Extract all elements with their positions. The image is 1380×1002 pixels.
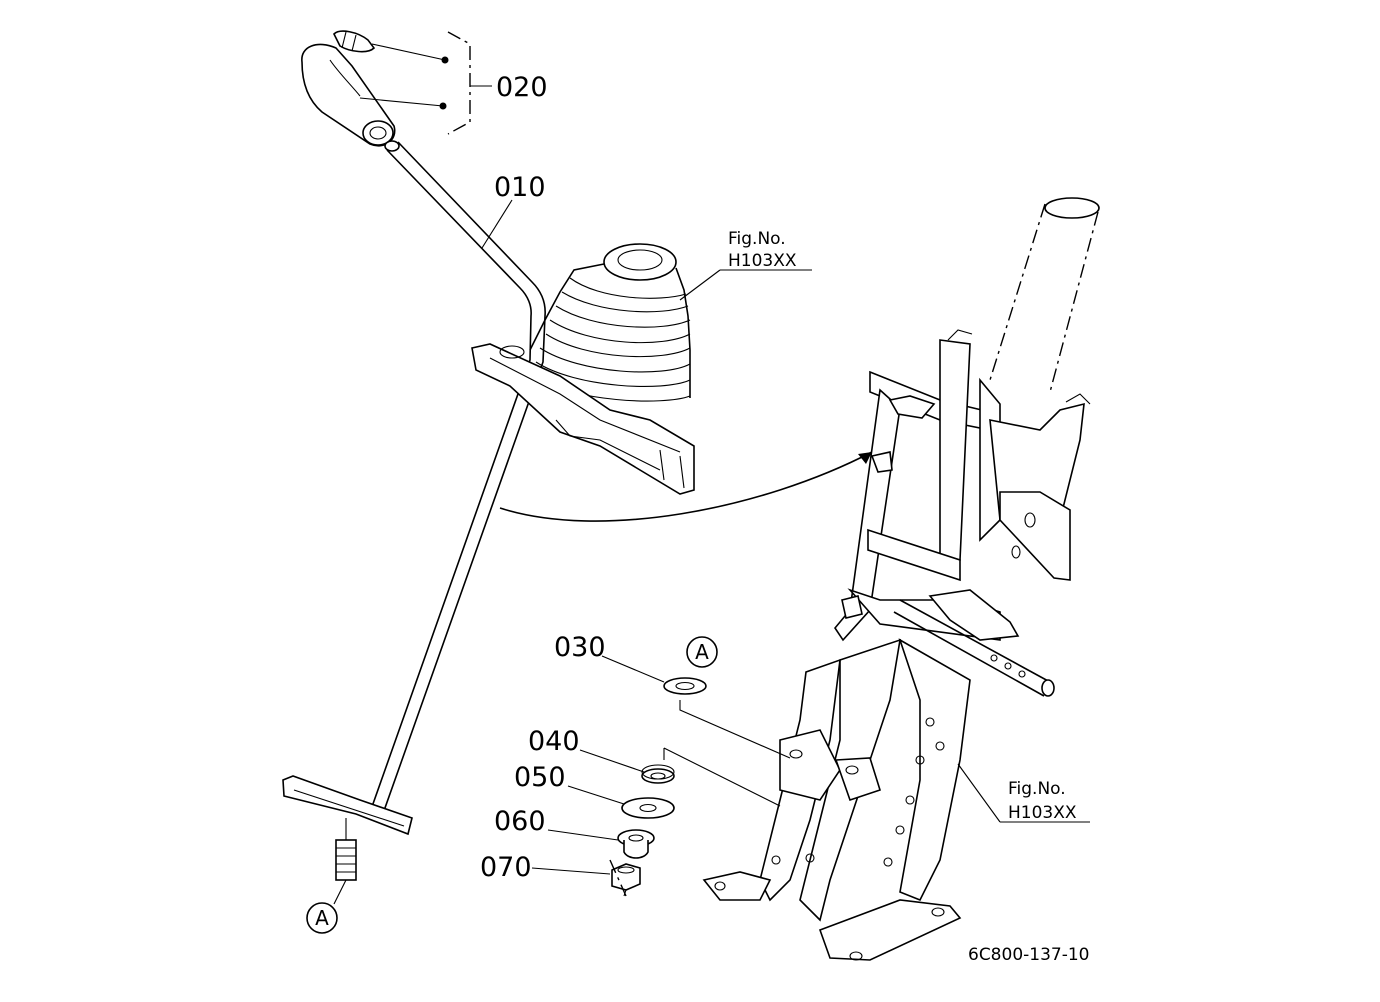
steering-column (989, 197, 1100, 393)
callout-010-leader (481, 199, 513, 249)
fig-ref-1-line1: Fig.No. (728, 229, 786, 249)
fig-ref-2-line2: H103XX (1008, 803, 1077, 823)
mounting-frame (702, 329, 1091, 961)
lever-base-plate (282, 775, 413, 836)
callout-020-leaders (359, 31, 492, 135)
part-030-install-line (679, 700, 791, 759)
part-060-collar (617, 829, 655, 859)
shift-lever-rod (367, 140, 546, 823)
callout-050: 050 (514, 762, 566, 793)
drawing-number: 6C800-137-10 (968, 945, 1089, 965)
callout-060: 060 (494, 806, 546, 837)
fig-ref-1-line2: H103XX (728, 251, 797, 271)
callout-050-leader (567, 785, 625, 805)
marker-a-bottom-circle (306, 902, 338, 934)
marker-a-bottom: A (315, 906, 329, 930)
hardware-axis-line (609, 859, 627, 897)
part-040-install-line (663, 747, 781, 807)
assembly-arrow-head (858, 452, 872, 464)
part-030-washer (663, 677, 707, 695)
callout-020: 020 (496, 72, 548, 103)
assembly-arrow (499, 451, 873, 522)
marker-a-bottom-leader (333, 879, 347, 905)
callout-070-leader (531, 867, 611, 875)
part-070-nut (611, 863, 641, 897)
callout-010: 010 (494, 172, 546, 203)
lever-knob (301, 43, 396, 147)
marker-a-top: A (695, 640, 709, 664)
callout-040-leader (579, 749, 645, 773)
knob-cap (333, 30, 376, 53)
callout-040: 040 (528, 726, 580, 757)
callout-030-leader (601, 655, 665, 683)
callout-070: 070 (480, 852, 532, 883)
fig-ref-2-line1: Fig.No. (1008, 779, 1066, 799)
callout-030: 030 (554, 632, 606, 663)
fig2-leader (957, 763, 1001, 823)
part-050-flat-washer (621, 797, 675, 819)
lever-boot (471, 243, 695, 495)
callout-060-leader (547, 829, 619, 841)
threaded-end (335, 818, 357, 881)
marker-a-top-circle (686, 636, 718, 668)
part-040-spring-washer (641, 764, 675, 784)
fig1-leader (679, 269, 721, 301)
